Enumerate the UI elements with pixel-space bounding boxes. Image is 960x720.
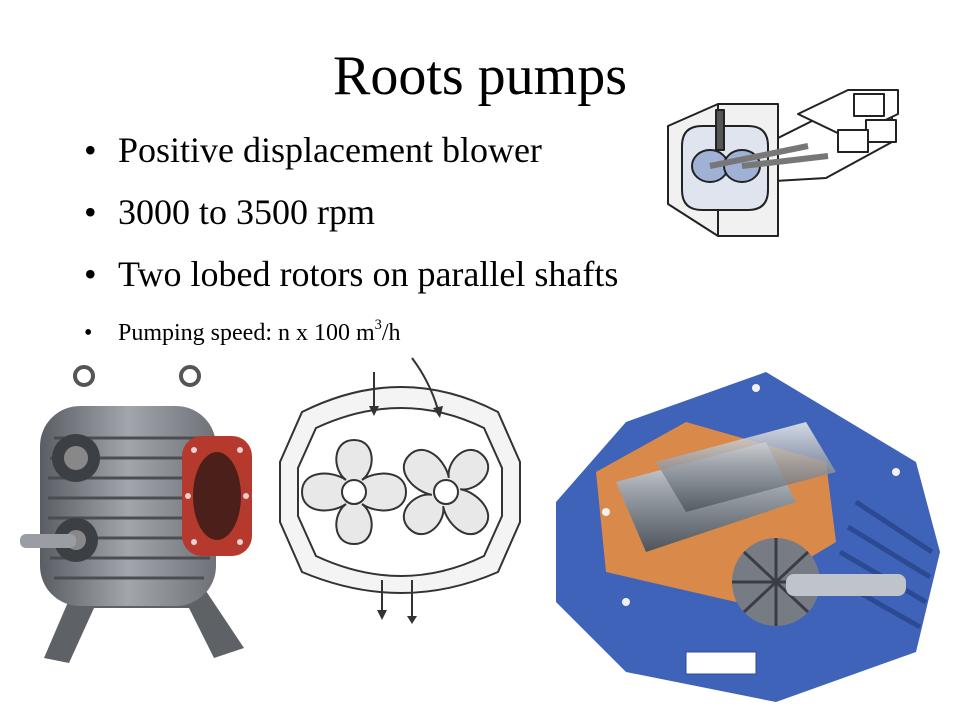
grey-blower-photo bbox=[20, 365, 252, 663]
bullet-text: Positive displacement blower bbox=[118, 130, 542, 170]
bullet-dot: • bbox=[84, 320, 93, 346]
spec-prefix: Pumping speed: n x 100 m bbox=[118, 320, 375, 346]
spec-exponent: 3 bbox=[374, 316, 382, 333]
bullet-dot: • bbox=[84, 192, 97, 232]
bullet-text: Pumping speed: n x 100 m3/h bbox=[118, 318, 401, 348]
bullet-dot: • bbox=[84, 254, 97, 294]
slide-title: Roots pumps bbox=[332, 45, 628, 107]
cutaway-sketch-figure bbox=[667, 89, 899, 237]
spec-suffix: /h bbox=[381, 320, 401, 346]
blue-blower-cutaway-photo bbox=[556, 372, 940, 702]
lobe-cross-section-drawing bbox=[262, 352, 538, 624]
bullet-text: 3000 to 3500 rpm bbox=[118, 192, 375, 232]
bullet-text: Two lobed rotors on parallel shafts bbox=[118, 254, 619, 294]
bullet-dot: • bbox=[84, 130, 97, 170]
